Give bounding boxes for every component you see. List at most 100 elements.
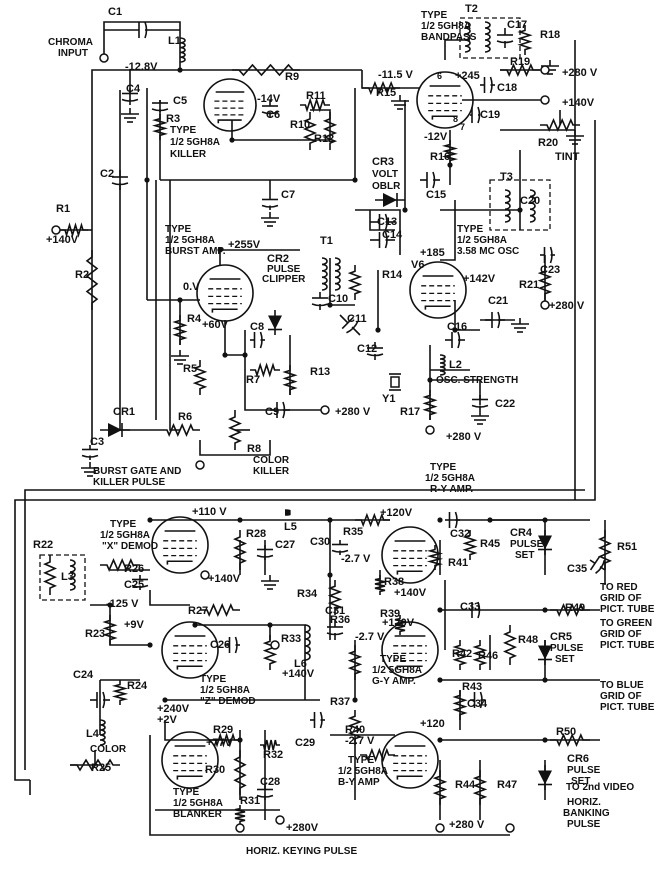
r33-resistor	[262, 635, 278, 670]
r11-label: R11	[306, 90, 326, 102]
burst-gate-2: KILLER PULSE	[93, 477, 166, 488]
r4-resistor	[172, 315, 188, 345]
diode-body	[383, 193, 397, 207]
r32-label: R32	[263, 749, 283, 761]
c27-label: C27	[275, 539, 295, 551]
r23-resistor	[102, 615, 118, 645]
r12-resistor	[322, 112, 338, 150]
r41-resistor	[426, 545, 444, 570]
v255: +255V	[228, 239, 261, 251]
c24-label: C24	[73, 669, 94, 681]
c17-capacitor	[496, 28, 514, 48]
r2-resistor	[85, 250, 99, 310]
cap-plate	[457, 331, 461, 349]
cr4-set: SET	[515, 550, 534, 561]
t2-wire	[444, 39, 470, 60]
plus280-r19: +280 V	[562, 67, 598, 79]
cr3-diode	[375, 193, 405, 207]
r29-label: R29	[213, 724, 233, 736]
pulse-label: PULSE	[267, 264, 301, 275]
t3-coil-b	[529, 189, 536, 223]
cr2-diode	[268, 310, 282, 335]
cap-plate	[366, 353, 384, 357]
v-minus-2-7-b: -2.7 V	[355, 631, 385, 643]
v-minus-2-7-c: -2.7 V	[345, 735, 375, 747]
ry-amp-tube	[381, 526, 439, 584]
cap-plate	[346, 321, 359, 334]
cap-plate	[471, 404, 489, 408]
r23-wire	[90, 604, 150, 646]
c28-capacitor	[256, 785, 274, 800]
t2-coil-a	[464, 21, 471, 53]
cap-plate	[121, 98, 139, 102]
junction-dot	[162, 697, 168, 703]
c29-label: C29	[295, 737, 315, 749]
osc-strength: OSC. STRENGTH	[436, 375, 518, 386]
r45-resistor	[462, 530, 478, 560]
cr5-diode	[538, 640, 552, 665]
junction-dot	[222, 352, 228, 358]
inner-loop	[24, 489, 585, 770]
plus140-ry: +140V	[394, 587, 427, 599]
terminal-circle	[99, 53, 109, 63]
l2-label: L2	[449, 359, 462, 371]
r38-resistor	[374, 575, 386, 595]
c12-label: C12	[357, 343, 377, 355]
plus140-x: +140V	[208, 573, 241, 585]
c3-capacitor	[81, 445, 99, 460]
junction-dot	[147, 642, 153, 648]
cap-plate	[256, 554, 274, 558]
c22-capacitor	[471, 395, 489, 410]
horiz-blanking-2: BANKING	[563, 808, 610, 819]
cap-lead	[589, 559, 596, 565]
c27-capacitor	[256, 545, 274, 560]
cap-plate	[341, 316, 355, 330]
cap-plate	[489, 76, 493, 94]
c12-capacitor	[366, 342, 384, 360]
chroma-input-label-1: CHROMA	[48, 37, 93, 48]
killer-grid-rail	[91, 65, 181, 330]
ry-type-2: 1/2 5GH8A	[425, 473, 475, 484]
r11-resistor	[300, 97, 330, 113]
c21-label: C21	[488, 295, 508, 307]
r6-resistor	[160, 422, 200, 438]
terminal-circle	[425, 425, 435, 435]
plus140-bp: +140V	[562, 97, 595, 109]
v110: +110 V	[192, 506, 227, 518]
cr5-label: CR5	[550, 631, 572, 643]
cr5-set: SET	[555, 654, 574, 665]
terminal-circle	[540, 95, 550, 105]
c13-label: C13	[377, 216, 397, 228]
r37-resistor	[347, 710, 363, 745]
cap-plate	[282, 401, 286, 419]
to-red-2: GRID OF	[600, 593, 642, 604]
r25-label: R25	[91, 762, 111, 774]
junction-dot	[352, 177, 358, 183]
gy-type-2: 1/2 5GH8A	[372, 665, 422, 676]
z-demod-3: "Z" DEMOD	[200, 696, 256, 707]
terminal-circle	[200, 570, 210, 580]
cap-plate	[319, 711, 323, 729]
plus280-bottom: +280V	[286, 822, 319, 834]
cap-plate	[326, 632, 344, 636]
burst-type-1: TYPE	[165, 224, 191, 235]
r43-resistor	[452, 690, 468, 720]
r22-l3-box	[39, 554, 86, 601]
r38-label: R38	[384, 576, 404, 588]
cap-plate	[256, 794, 274, 798]
y1-label: Y1	[382, 393, 395, 405]
xtal-body	[390, 376, 400, 388]
volt-label: VOLT	[372, 169, 398, 180]
junction-dot	[437, 607, 443, 613]
l5-coil	[284, 509, 291, 516]
junction-dot	[327, 572, 333, 578]
c35-capacitor	[589, 556, 606, 574]
r44-label: R44	[455, 779, 476, 791]
osc-tube	[409, 261, 467, 319]
r19-resistor	[500, 62, 540, 78]
killer-tube	[203, 78, 257, 132]
x-demod-3: "X" DEMOD	[102, 541, 158, 552]
diode-body	[268, 315, 282, 330]
r29-resistor	[210, 732, 240, 748]
